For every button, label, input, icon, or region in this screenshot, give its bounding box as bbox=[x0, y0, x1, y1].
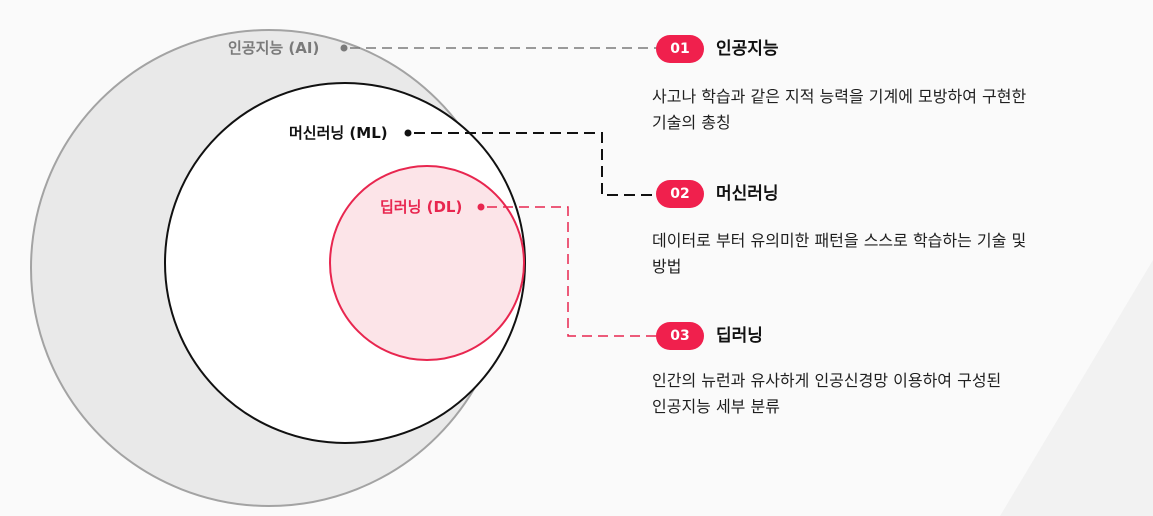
item-description-line: 인간의 뉴런과 유사하게 인공신경망 이용하여 구성된 bbox=[652, 371, 1002, 390]
ml-circle-label: 머신러닝 (ML) bbox=[289, 124, 388, 142]
badge-03: 03 bbox=[656, 322, 704, 350]
dl-connector-dot bbox=[477, 203, 485, 211]
item-description-line: 기술의 총칭 bbox=[652, 113, 731, 132]
item-description-ml: 데이터로 부터 유의미한 패턴을 스스로 학습하는 기술 및 방법 bbox=[652, 228, 1132, 280]
ml-connector-dot bbox=[404, 129, 412, 137]
item-description-ai: 사고나 학습과 같은 지적 능력을 기계에 모방하여 구현한 기술의 총칭 bbox=[652, 84, 1132, 136]
dl-circle-label: 딥러닝 (DL) bbox=[380, 198, 463, 216]
dl-connector-line bbox=[487, 206, 662, 337]
item-title-dl: 딥러닝 bbox=[716, 326, 763, 346]
ai-circle-label: 인공지능 (AI) bbox=[228, 39, 320, 57]
item-description-line: 데이터로 부터 유의미한 패턴을 스스로 학습하는 기술 및 bbox=[652, 231, 1027, 250]
item-description-dl: 인간의 뉴런과 유사하게 인공신경망 이용하여 구성된 인공지능 세부 분류 bbox=[652, 368, 1132, 420]
item-description-line: 방법 bbox=[652, 257, 682, 276]
background-decoration bbox=[1000, 260, 1153, 516]
ml-connector-line bbox=[414, 132, 662, 196]
badge-01: 01 bbox=[656, 35, 704, 63]
item-title-ai: 인공지능 bbox=[716, 39, 779, 59]
item-description-line: 사고나 학습과 같은 지적 능력을 기계에 모방하여 구현한 bbox=[652, 87, 1027, 106]
item-description-line: 인공지능 세부 분류 bbox=[652, 397, 780, 416]
badge-02: 02 bbox=[656, 180, 704, 208]
item-title-ml: 머신러닝 bbox=[716, 184, 779, 204]
dl-circle bbox=[329, 165, 525, 361]
ai-connector-dot bbox=[340, 44, 348, 52]
